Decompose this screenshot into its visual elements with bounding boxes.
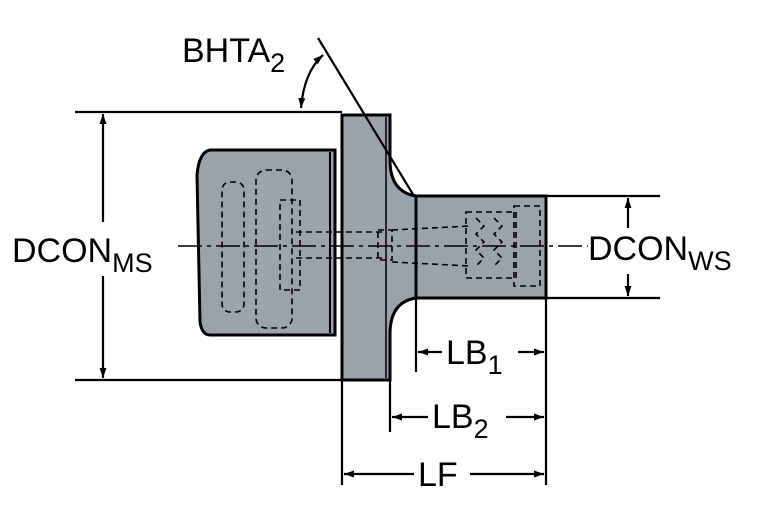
label-lb2: LB2 [432,398,489,444]
extension-lines [75,110,660,485]
workpiece-side-shank [414,194,548,300]
label-dcon-ws: DCONWS [588,230,732,276]
hidden-channel-right-bottom [391,261,471,267]
hidden-bore-middle [255,169,293,329]
label-dcon-ms: DCONMS [12,232,153,278]
label-lf: LF [418,456,458,494]
hidden-channel-right-top [391,225,471,231]
hidden-thread-zigzag [474,217,504,267]
dimension-lines [99,37,632,478]
dim-bhta2-arc [298,54,324,109]
dim-bhta2-leader [317,37,415,197]
hidden-bore-left [221,181,245,313]
machine-side-shank [195,148,337,337]
label-bhta2: BHTA2 [182,32,285,78]
flange [340,113,418,382]
hidden-neck [377,229,393,261]
adapter-body [195,113,548,382]
labels: BHTA2 DCONMS DCONWS LB1 LB2 LF [12,32,732,494]
hidden-thread-right [465,211,517,279]
hidden-thread-left [279,199,301,291]
label-lb1: LB1 [446,334,503,380]
